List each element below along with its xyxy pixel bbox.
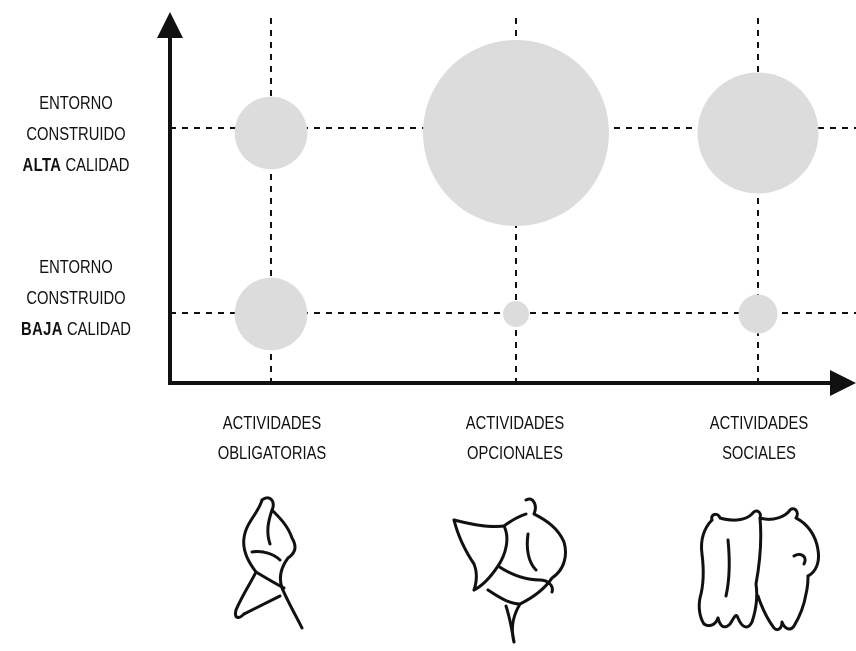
y-label-low-line1: ENTORNO — [39, 257, 113, 277]
x-label-obligatorias: ACTIVIDADES OBLIGATORIAS — [198, 408, 346, 468]
bubble-1 — [234, 96, 308, 170]
x-label-2-line1: ACTIVIDADES — [465, 413, 565, 433]
y-label-high-line2: CONSTRUIDO — [26, 124, 126, 144]
y-label-high-bold: ALTA — [22, 155, 62, 175]
bubble-2 — [423, 40, 609, 226]
y-axis-arrow — [157, 12, 183, 38]
x-label-2-line2: OPCIONALES — [467, 443, 563, 463]
walking-person-sketch-icon — [222, 492, 322, 632]
y-label-low-bold: BAJA — [21, 319, 63, 339]
diagram-canvas — [157, 12, 856, 396]
bubble-5 — [503, 301, 529, 327]
x-label-sociales: ACTIVIDADES SOCIALES — [685, 408, 833, 468]
x-label-3-line2: SOCIALES — [722, 443, 796, 463]
y-label-low-quality: ENTORNO CONSTRUIDO BAJA CALIDAD — [10, 252, 141, 345]
y-label-high-rest: CALIDAD — [61, 155, 130, 175]
bubble-6 — [738, 294, 778, 334]
bubble-3 — [697, 72, 819, 194]
x-label-1-line2: OBLIGATORIAS — [217, 443, 327, 463]
y-label-low-line2: CONSTRUIDO — [26, 288, 126, 308]
x-label-3-line1: ACTIVIDADES — [709, 413, 809, 433]
y-label-low-line3: BAJA CALIDAD — [10, 314, 141, 345]
y-label-high-line1: ENTORNO — [39, 93, 113, 113]
x-label-opcionales: ACTIVIDADES OPCIONALES — [441, 408, 589, 468]
group-of-people-sketch-icon — [690, 500, 830, 640]
bubble-4 — [234, 277, 308, 351]
bubble-group — [234, 40, 819, 351]
y-label-high-line3: ALTA CALIDAD — [10, 150, 141, 181]
y-label-high-quality: ENTORNO CONSTRUIDO ALTA CALIDAD — [10, 88, 141, 181]
x-axis-arrow — [830, 370, 856, 396]
two-people-embrace-sketch-icon — [448, 494, 578, 644]
y-label-low-rest: CALIDAD — [62, 319, 131, 339]
x-label-1-line1: ACTIVIDADES — [222, 413, 322, 433]
